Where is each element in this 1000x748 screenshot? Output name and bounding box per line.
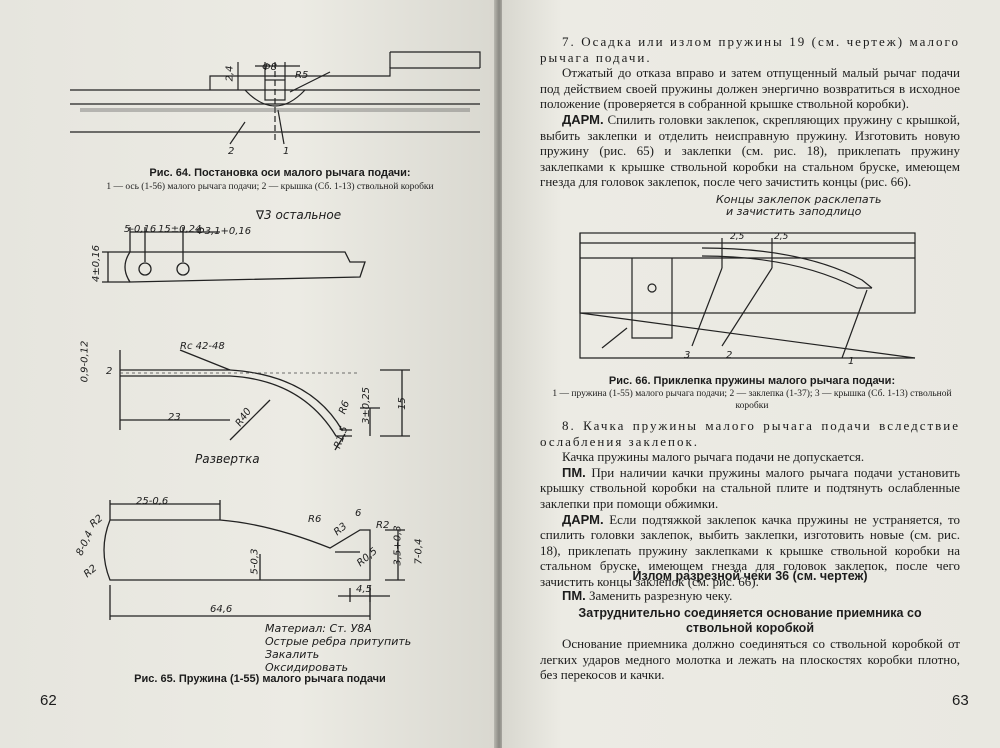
right-page: 7. Осадка или излом пружины 19 (см. черт… — [502, 0, 1000, 748]
fig64-dim-2-4: 2,4 — [224, 65, 236, 82]
fig65-dim-4-5: 4,5 — [356, 584, 372, 595]
section-7-darm-label: ДАРМ. — [562, 111, 604, 127]
fig64-caption: Рис. 64. Постановка оси малого рычага по… — [80, 167, 480, 180]
fig65-dim-r2-c: R2 — [376, 520, 390, 531]
fig65-dim-64-6: 64,6 — [210, 604, 233, 615]
section-8-title-text: Качка пружины малого рычага подачи вслед… — [540, 418, 961, 449]
fig66-caption: Рис. 66. Приклепка пружины малого рычага… — [542, 375, 962, 388]
section-receiver: Основание приемника должно соединяться с… — [540, 636, 960, 683]
page-number-left: 62 — [40, 692, 57, 709]
fig65-dim-rc: Rс 42-48 — [180, 341, 225, 352]
fig66-subcaption: 1 — пружина (1-55) малого рычага подачи;… — [552, 389, 952, 411]
fig65-caption-text: Рис. 65. Пружина (1-55) малого рычага по… — [134, 673, 386, 685]
fig66-callout-1: 1 — [848, 356, 855, 367]
fig64-caption-text: Рис. 64. Постановка оси малого рычага по… — [149, 167, 411, 179]
section-7-num: 7. — [562, 34, 576, 49]
figure-65-side-view — [119, 349, 410, 451]
section-check: ПМ. Заменить разрезную чеку. — [540, 588, 960, 604]
section-8-darm-label: ДАРМ. — [562, 511, 604, 527]
section-8-pm: ПМ. При наличии качки пружины малого рыч… — [540, 465, 960, 512]
section-8-para: Качка пружины малого рычага подачи не до… — [562, 449, 865, 465]
section-check-pm: ПМ. Заменить разрезную чеку. — [540, 588, 960, 604]
fig64-dim-radius: R5 — [295, 70, 309, 81]
fig64-callout-2: 2 — [228, 146, 235, 157]
section-7-title-text: Осадка или излом пружины 19 (см. чертеж)… — [540, 34, 960, 65]
fig66-callout-2: 2 — [726, 350, 733, 361]
fig65-dim-7: 7-0,4 — [413, 538, 425, 565]
section-receiver-para: Основание приемника должно соединяться с… — [540, 636, 960, 683]
section-8-darm: ДАРМ. Если подтяжкой заклепок качка пруж… — [540, 512, 960, 590]
fig65-dim-3: 3±0,25 — [361, 386, 373, 425]
fig66-dim-2-5-a: 2,5 — [730, 232, 745, 242]
left-page: 2,4 Ф8 R5 2 1 Рис. 64. Постановка оси ма… — [0, 0, 496, 748]
fig64-subcaption: 1 — ось (1-56) малого рычага подачи; 2 —… — [106, 182, 434, 192]
fig65-dim-0-9: 0,9-0,12 — [79, 340, 91, 383]
fig65-notes: Материал: Ст. У8А Острые ребра притупить… — [265, 622, 411, 674]
fig66-caption-text: Рис. 66. Приклепка пружины малого рычага… — [608, 375, 896, 387]
fig65-dim-4: 4±0,16 — [91, 244, 103, 283]
fig65-dim-5b: 5-0,3 — [249, 548, 261, 575]
figure-65-top-view — [102, 227, 366, 283]
fig65-dim-15b: 15 — [396, 397, 408, 410]
section-check-pm-text: Заменить разрезную чеку. — [589, 588, 733, 603]
section-8: 8. Качка пружины малого рычага подачи вс… — [540, 418, 960, 590]
section-8-pm-text: При наличии качки пружины малого рычага … — [540, 464, 961, 511]
section-7-darm: ДАРМ. Спилить головки заклепок, скрепляю… — [540, 112, 960, 190]
fig64-dim-diameter: Ф8 — [262, 62, 277, 73]
page-number-right: 63 — [952, 692, 969, 709]
figure-64-drawing — [70, 51, 481, 145]
fig65-dim-hole: Ф3,1+0,16 — [196, 226, 252, 237]
fig65-note-harden: Закалить — [265, 648, 320, 661]
fig65-roughness-note: ∇3 остальное — [256, 208, 342, 222]
section-check-heading: Излом разрезной чеки 36 (см. чертеж) — [632, 569, 868, 583]
fig64-callout-1: 1 — [283, 146, 290, 157]
section-8-darm-text: Если подтяжкой заклепок качка пружины не… — [540, 511, 961, 589]
section-7-para: Отжатый до отказа вправо и затем отпущен… — [540, 65, 960, 112]
fig65-dim-23: 23 — [168, 412, 181, 423]
fig65-dim-6: 6 — [355, 508, 362, 519]
fig66-annotation: Концы заклепок расклепать и зачистить за… — [716, 194, 882, 218]
fig65-dim-2: 2 — [106, 366, 113, 377]
fig65-dim-5: 5-0,16 — [124, 224, 157, 235]
fig66-annotation-line2: и зачистить заподлицо — [726, 205, 862, 218]
fig65-dim-3-5: 3,5+0,3 — [392, 525, 404, 566]
section-7-title: 7. Осадка или излом пружины 19 (см. черт… — [540, 34, 960, 65]
section-receiver-heading: Затруднительно соединяется основание при… — [578, 606, 922, 635]
section-8-pm-label: ПМ. — [562, 464, 586, 480]
fig65-note-material: Материал: Ст. У8А — [265, 622, 372, 635]
fig65-note-oxidize: Оксидировать — [265, 661, 349, 674]
fig65-note-edges: Острые ребра притупить — [265, 635, 412, 648]
fig65-dim-15: 15±0,24 — [158, 224, 202, 235]
section-7: 7. Осадка или излом пружины 19 (см. черт… — [540, 34, 960, 190]
section-8-title: 8. Качка пружины малого рычага подачи вс… — [540, 418, 960, 449]
fig65-razvertka-label: Развертка — [195, 452, 260, 466]
fig66-callout-3: 3 — [684, 350, 691, 361]
fig66-dim-2-5-b: 2,5 — [774, 232, 789, 242]
fig65-dim-25: 25-0,6 — [136, 496, 169, 507]
book-spine — [494, 0, 504, 748]
fig66-annotation-line1: Концы заклепок расклепать — [716, 193, 882, 206]
section-8-num: 8. — [562, 418, 576, 433]
figure-65-flat-view — [103, 500, 405, 620]
fig65-caption: Рис. 65. Пружина (1-55) малого рычага по… — [70, 673, 450, 686]
section-check-pm-label: ПМ. — [562, 588, 586, 603]
figure-66-drawing — [579, 232, 916, 359]
fig65-dim-r6b: R6 — [308, 514, 322, 525]
section-7-darm-text: Спилить головки заклепок, скрепляющих пр… — [540, 111, 960, 190]
